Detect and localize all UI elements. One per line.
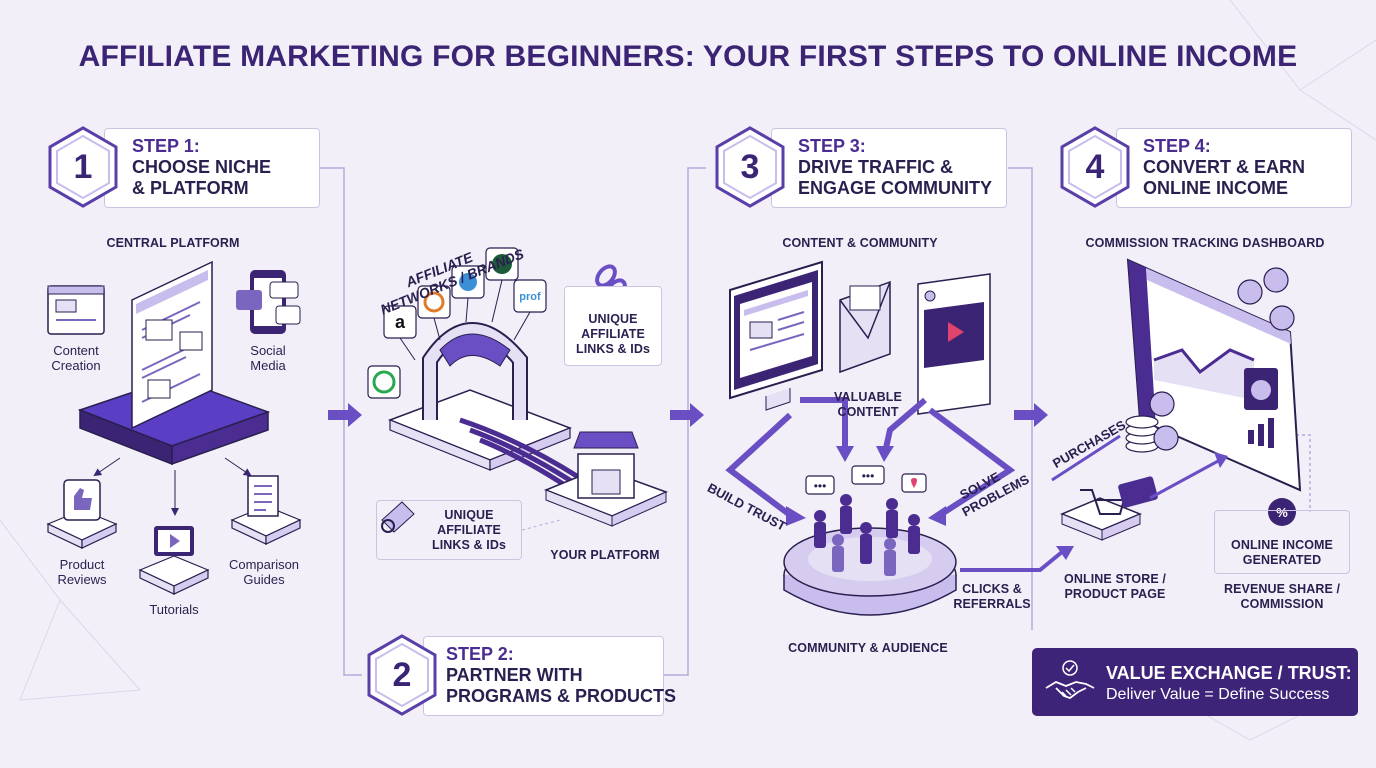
comparison-guides-line2: Guides [243, 572, 285, 587]
central-platform-heading: CENTRAL PLATFORM [106, 236, 240, 250]
store-line2: PRODUCT PAGE [1064, 587, 1166, 601]
flow-arrow-3 [1014, 403, 1048, 427]
clicks-line1: CLICKS & [962, 582, 1022, 596]
revenue-line1: REVENUE SHARE / [1223, 582, 1341, 596]
income-line2: GENERATED [1242, 553, 1322, 567]
clicks-referrals-label: CLICKS & REFERRALS [952, 582, 1032, 612]
valuable-content-label: VALUABLE CONTENT [828, 390, 908, 420]
svg-text:prof: prof [519, 291, 541, 303]
valuable-content-line2: CONTENT [837, 405, 899, 419]
unique-links-top-line1: UNIQUE [588, 312, 638, 326]
step-4-key: STEP 4: [1143, 136, 1211, 156]
step-3-key: STEP 3: [798, 136, 866, 156]
social-media-label: Social Media [228, 343, 308, 373]
income-generated-tag [1214, 510, 1350, 574]
step-2-key: STEP 2: [446, 644, 514, 664]
step-1-line1: CHOOSE NICHE [132, 157, 272, 177]
valuable-content-line1: VALUABLE [834, 390, 902, 404]
unique-links-bottom-line3: LINKS & IDs [431, 538, 507, 552]
step-3-number: 3 [740, 148, 760, 186]
affiliate-network-graphic: a prof [367, 247, 669, 533]
value-exchange-title: VALUE EXCHANGE / TRUST: [1106, 663, 1352, 683]
step-2-box [423, 636, 664, 716]
svg-text:•••: ••• [814, 479, 827, 493]
unique-links-bottom-label: UNIQUE AFFILIATE LINKS & IDs [420, 508, 518, 553]
store-line1: ONLINE STORE / [1064, 572, 1166, 586]
content-creation-line2: Creation [51, 358, 101, 373]
step-3-line1: DRIVE TRAFFIC & [798, 157, 953, 177]
unique-links-bottom-line2: AFFILIATE [437, 523, 501, 537]
svg-text:•••: ••• [862, 469, 875, 483]
flow-arrows [328, 403, 1048, 427]
clicks-line2: REFERRALS [953, 597, 1031, 611]
handshake-icon [1045, 660, 1095, 700]
step-1-box [104, 128, 320, 208]
content-creation-line1: Content [53, 343, 99, 358]
step-4-line2: ONLINE INCOME [1143, 178, 1289, 198]
flow-arrow-2 [670, 403, 704, 427]
svg-text:%: % [1276, 505, 1288, 520]
step-2-line1: PARTNER WITH [446, 665, 583, 685]
step-1-key: STEP 1: [132, 136, 200, 156]
step-3-line2: ENGAGE COMMUNITY [798, 178, 993, 198]
flow-arrow-1 [328, 403, 362, 427]
product-reviews-label: Product Reviews [42, 557, 122, 587]
online-store-label: ONLINE STORE / PRODUCT PAGE [1052, 572, 1178, 602]
unique-links-bottom-tag [376, 500, 522, 560]
step-4-line1: CONVERT & EARN [1143, 157, 1306, 177]
content-creation-label: Content Creation [36, 343, 116, 373]
value-exchange-box: VALUE EXCHANGE / TRUST: Deliver Value = … [1032, 648, 1358, 716]
community-graphic: ••• ••• [725, 260, 1074, 616]
unique-links-top-line3: LINKS & IDs [575, 342, 651, 356]
step-3-label: STEP 3: DRIVE TRAFFIC & ENGAGE COMMUNITY [798, 136, 992, 199]
central-platform-graphic [46, 260, 302, 595]
product-reviews-line2: Reviews [57, 572, 107, 587]
tutorials-label: Tutorials [149, 602, 199, 617]
step-2-number: 2 [392, 656, 412, 694]
content-community-heading: CONTENT & COMMUNITY [782, 236, 938, 250]
step-1-line2: & PLATFORM [132, 178, 249, 198]
comparison-guides-label: Comparison Guides [220, 557, 308, 587]
unique-links-top-tag [564, 286, 662, 366]
revenue-line2: COMMISSION [1240, 597, 1324, 611]
step-4-label: STEP 4: CONVERT & EARN ONLINE INCOME [1143, 136, 1305, 199]
comparison-guides-line1: Comparison [228, 557, 300, 572]
unique-links-top-label: UNIQUE AFFILIATE LINKS & IDs [566, 312, 660, 357]
social-media-line1: Social [250, 343, 286, 358]
income-line1: ONLINE INCOME [1231, 538, 1333, 552]
dashboard-graphic: % [1051, 258, 1302, 541]
step-4-box [1116, 128, 1352, 208]
step-1-label: STEP 1: CHOOSE NICHE & PLATFORM [132, 136, 271, 199]
your-platform-label: YOUR PLATFORM [550, 548, 660, 562]
step-2-label: STEP 2: PARTNER WITH PROGRAMS & PRODUCTS [446, 644, 676, 707]
commission-dashboard-heading: COMMISSION TRACKING DASHBOARD [1085, 236, 1325, 250]
unique-links-bottom-line1: UNIQUE [444, 508, 494, 522]
unique-links-top-line2: AFFILIATE [581, 327, 645, 341]
step-4-number: 4 [1085, 148, 1105, 186]
value-exchange-subtitle: Deliver Value = Define Success [1106, 686, 1330, 703]
social-media-line2: Media [250, 358, 286, 373]
page-title: AFFILIATE MARKETING FOR BEGINNERS: YOUR … [78, 40, 1298, 73]
product-reviews-line1: Product [59, 557, 105, 572]
income-generated-label: ONLINE INCOME GENERATED [1216, 538, 1348, 568]
revenue-share-label: REVENUE SHARE / COMMISSION [1214, 582, 1350, 612]
community-audience-label: COMMUNITY & AUDIENCE [788, 641, 948, 655]
step-3-box [771, 128, 1007, 208]
svg-text:a: a [395, 312, 406, 332]
step-connectors [320, 167, 1311, 676]
step-2-line2: PROGRAMS & PRODUCTS [446, 686, 677, 706]
step-1-number: 1 [73, 148, 93, 186]
